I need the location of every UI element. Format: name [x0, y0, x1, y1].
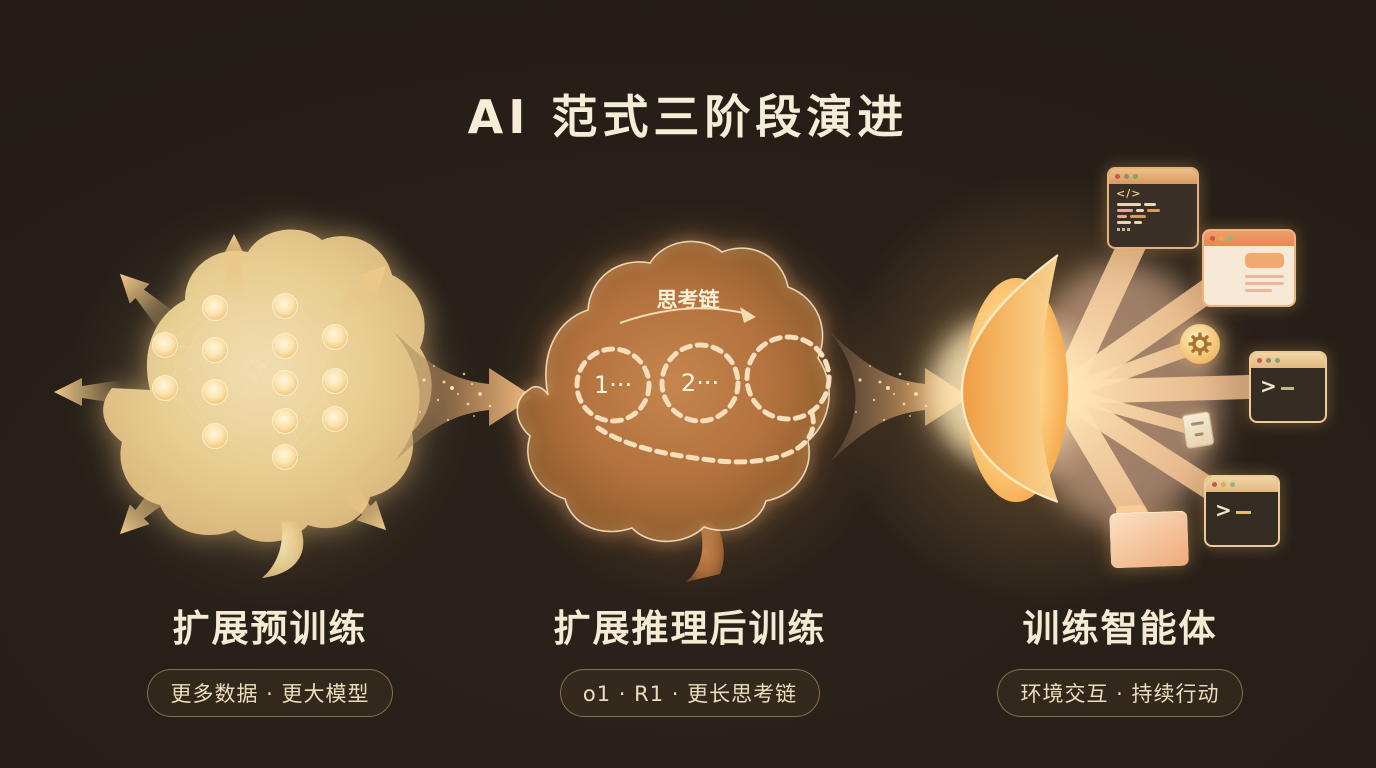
stage3-illustration	[928, 192, 1296, 553]
gray-dot-icon	[1124, 174, 1129, 179]
green-dot-icon	[1275, 358, 1280, 363]
orange-dot-icon	[1219, 236, 1224, 241]
document-icon	[1181, 411, 1215, 449]
green-dot-icon	[1230, 482, 1235, 487]
horn-bell	[962, 255, 1058, 502]
chain-label-2: 2···	[681, 369, 719, 397]
stage2-labels: 扩展推理后训练 o1 · R1 · 更长思考链	[515, 598, 865, 717]
code-tag-icon: </>	[1116, 187, 1142, 200]
terminal-prompt: >	[1206, 492, 1278, 522]
transition-arrow-2	[830, 332, 970, 462]
orange-dot-icon	[1221, 482, 1226, 487]
stage1-heading: 扩展预训练	[172, 607, 368, 650]
cursor-underscore-icon	[1280, 387, 1294, 390]
brain2-stem	[686, 521, 724, 582]
code-ellipsis-icon	[1117, 228, 1197, 231]
chain-loop-2	[659, 342, 741, 424]
chain-label-1: 1···	[594, 371, 632, 399]
brain-stem	[262, 520, 304, 578]
browser-content	[1204, 246, 1294, 301]
terminal-prompt: >	[1251, 368, 1325, 398]
sparkle-particles	[419, 365, 492, 422]
stage1-badge: 更多数据 · 更大模型	[147, 669, 393, 717]
arrow-upper-left	[110, 264, 178, 332]
chain-tail	[595, 410, 816, 465]
neural-network	[152, 293, 348, 470]
transition-arrow-1	[394, 332, 534, 462]
horn-rim	[960, 254, 1059, 504]
gray-dot-icon	[1266, 358, 1271, 363]
page-title: AI 范式三阶段演进	[467, 89, 909, 144]
hero-block	[1211, 253, 1238, 291]
arrow-left	[54, 378, 122, 406]
annotation-arrowhead-icon	[740, 307, 756, 323]
stage2-illustration: 1··· 2··· 思考链	[515, 240, 832, 582]
annotation-arc	[619, 307, 749, 324]
window-titlebar	[1109, 169, 1197, 184]
stage3-heading: 训练智能体	[1022, 607, 1218, 650]
terminal-window-icon: >	[1204, 475, 1280, 547]
browser-window-icon	[1202, 229, 1296, 307]
red-dot-icon	[1115, 174, 1120, 179]
red-dot-icon	[1212, 482, 1217, 487]
terminal-window-icon: >	[1249, 351, 1327, 423]
window-titlebar	[1251, 353, 1325, 368]
chain-loop-3	[744, 334, 832, 422]
gear-icon	[1180, 324, 1220, 364]
stage1-labels: 扩展预训练 更多数据 · 更大模型	[95, 598, 445, 717]
chain-loop-1	[574, 346, 652, 424]
cursor-underscore-icon	[1235, 511, 1251, 514]
window-titlebar	[1204, 231, 1294, 246]
green-dot-icon	[1228, 236, 1233, 241]
stage2-heading: 扩展推理后训练	[553, 607, 827, 650]
stage3-badge: 环境交互 · 持续行动	[997, 669, 1243, 717]
content-card	[1245, 253, 1284, 268]
folder-icon	[1109, 504, 1190, 569]
folder-body	[1109, 510, 1190, 569]
red-dot-icon	[1210, 236, 1215, 241]
stage2-badge: o1 · R1 · 更长思考链	[559, 669, 821, 717]
chain-loops	[574, 334, 832, 465]
stage1-illustration	[54, 229, 432, 578]
stage3-labels: 训练智能体 环境交互 · 持续行动	[945, 598, 1295, 717]
window-titlebar	[1206, 477, 1278, 492]
green-dot-icon	[1133, 174, 1138, 179]
sparkle-particles	[855, 365, 928, 422]
red-dot-icon	[1257, 358, 1262, 363]
code-window-icon: </>	[1107, 167, 1199, 249]
